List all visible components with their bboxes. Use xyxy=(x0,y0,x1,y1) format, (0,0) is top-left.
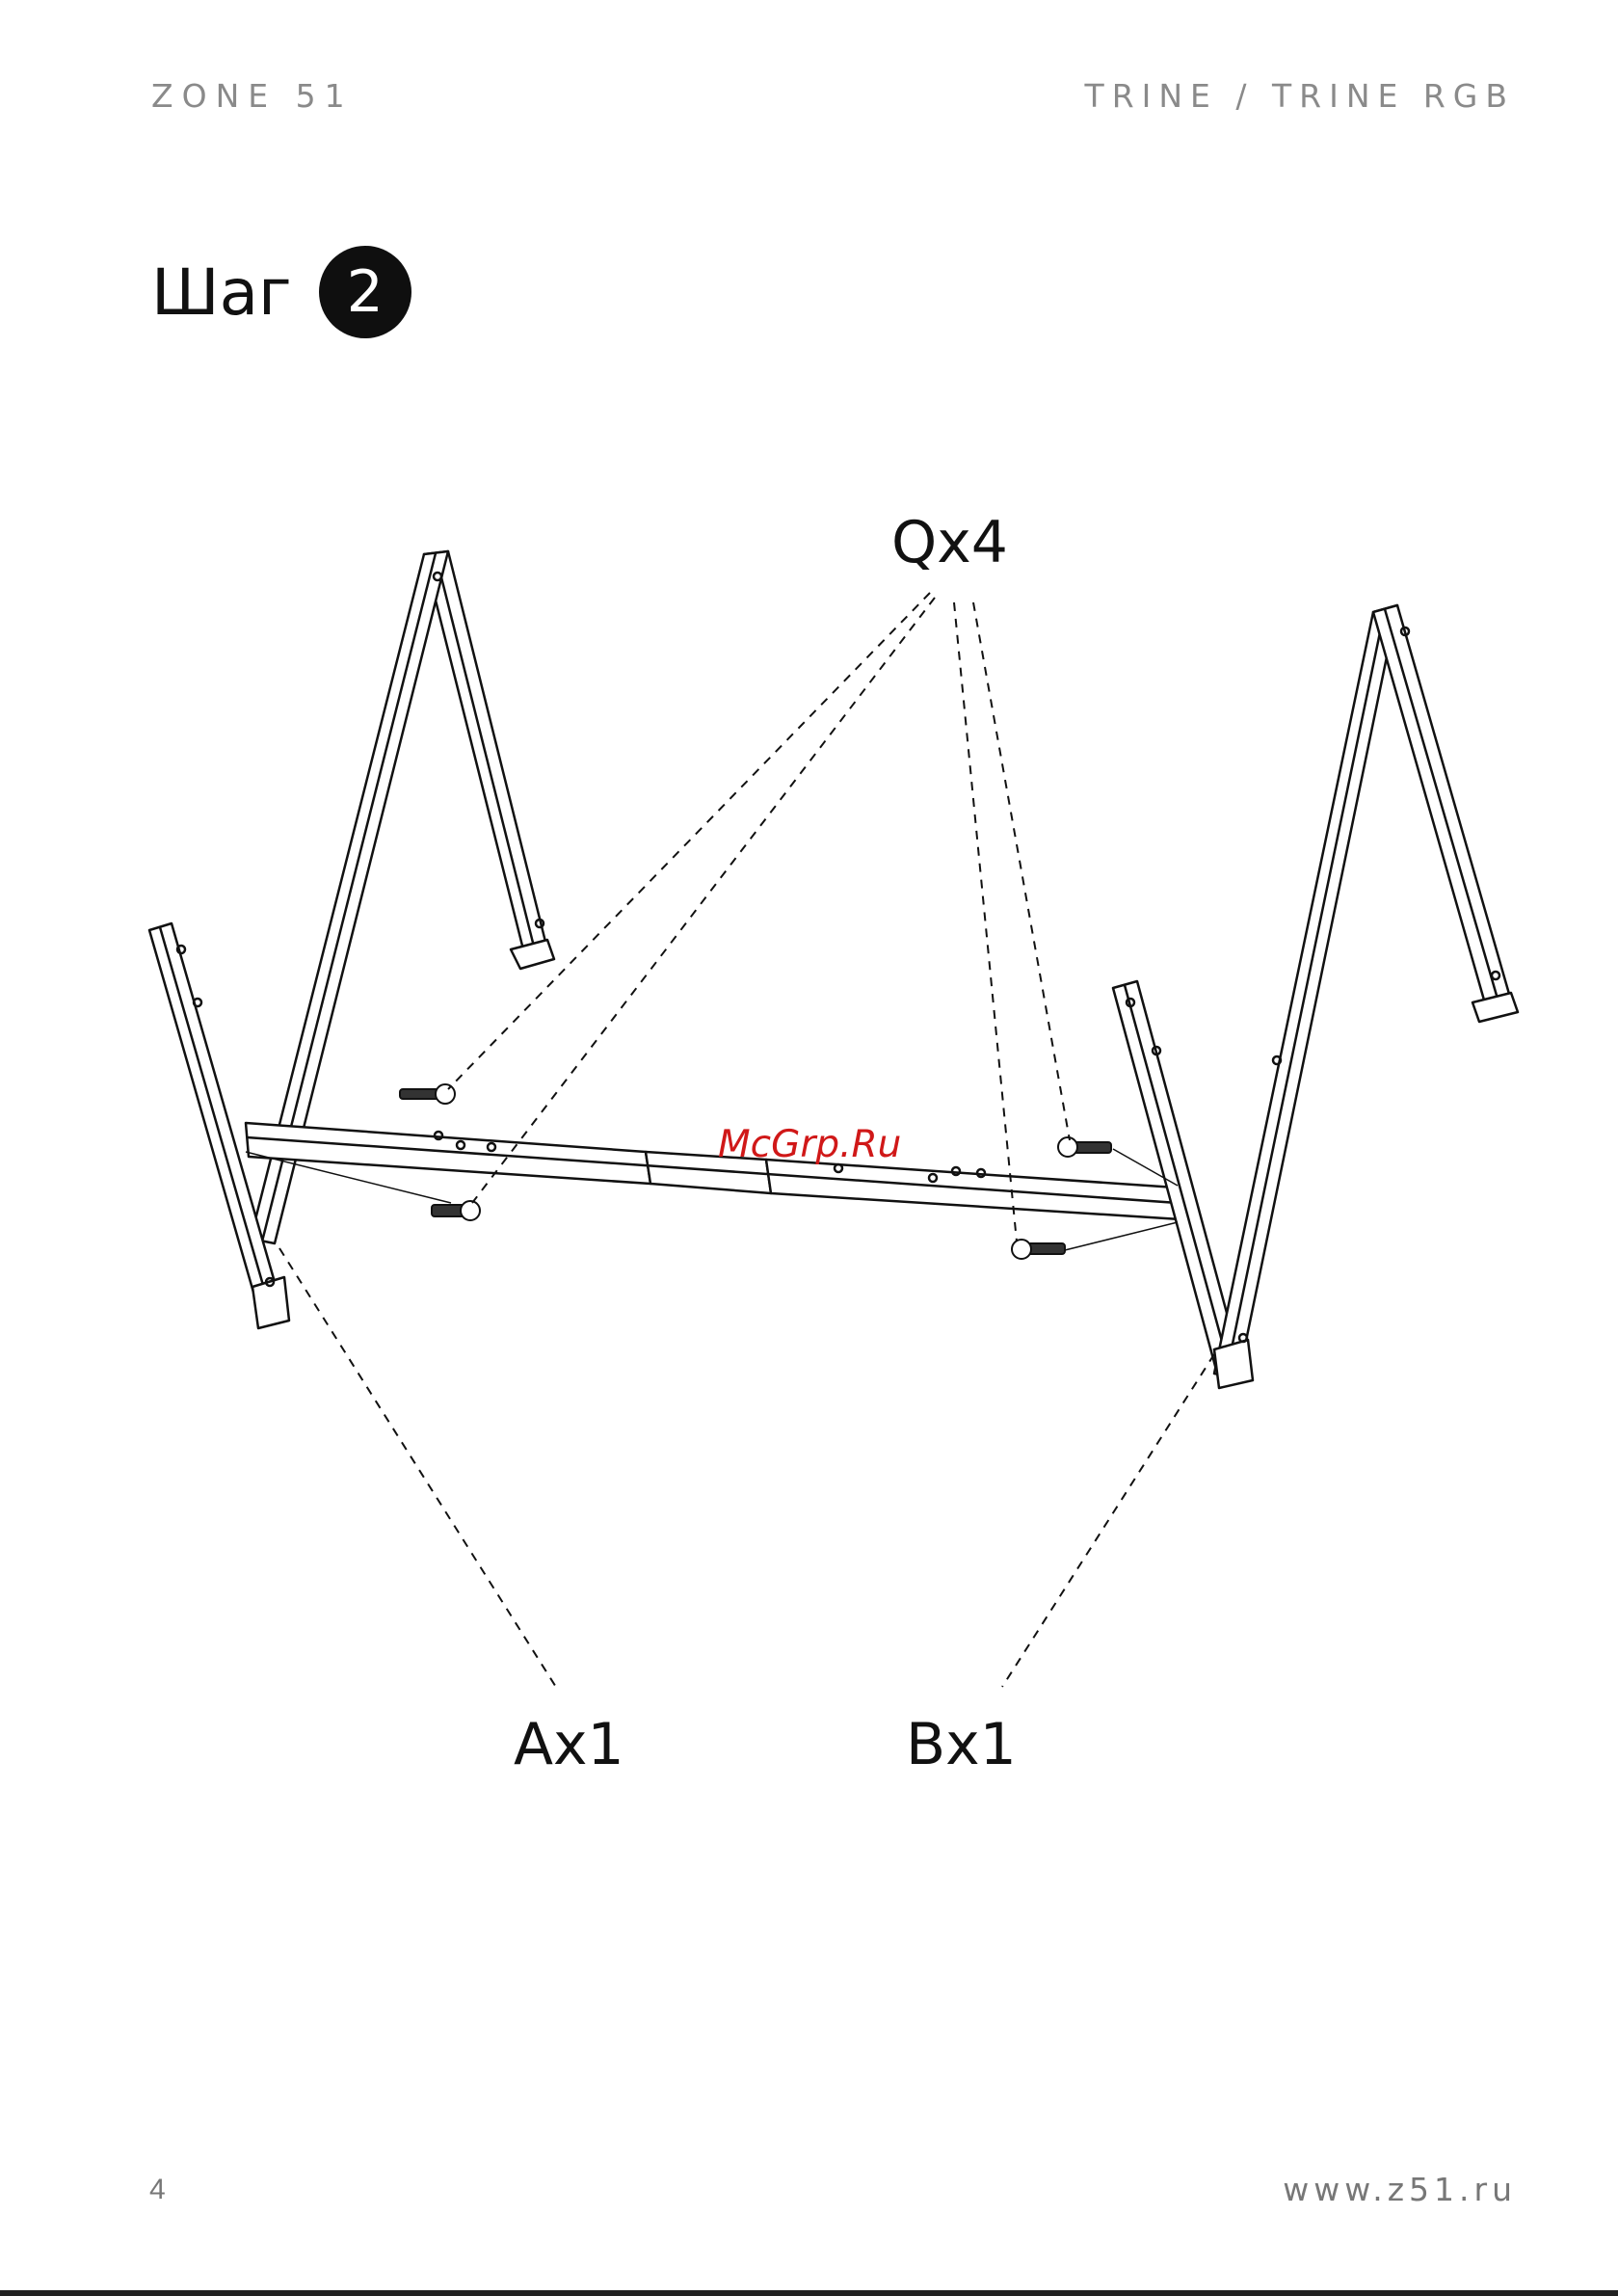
crossbar xyxy=(246,1123,1180,1219)
label-b: Bx1 xyxy=(906,1711,1017,1778)
right-front-leg xyxy=(1113,981,1243,1380)
right-long-leg xyxy=(1373,605,1513,1017)
watermark: McGrp.Ru xyxy=(718,1123,901,1166)
page-number: 4 xyxy=(149,2174,166,2206)
screw-icon xyxy=(1012,1240,1065,1259)
left-front-leg xyxy=(149,923,284,1322)
bottom-divider xyxy=(0,2290,1618,2296)
label-q: Qx4 xyxy=(891,509,1008,576)
screw-icon xyxy=(432,1201,480,1220)
right-diagonal-leg xyxy=(1214,605,1397,1378)
label-a: Ax1 xyxy=(514,1711,624,1778)
website-link[interactable]: www.z51.ru xyxy=(1283,2171,1517,2208)
left-long-leg xyxy=(424,551,547,957)
screw-icon xyxy=(400,1084,455,1104)
screw-icon xyxy=(1058,1137,1111,1157)
